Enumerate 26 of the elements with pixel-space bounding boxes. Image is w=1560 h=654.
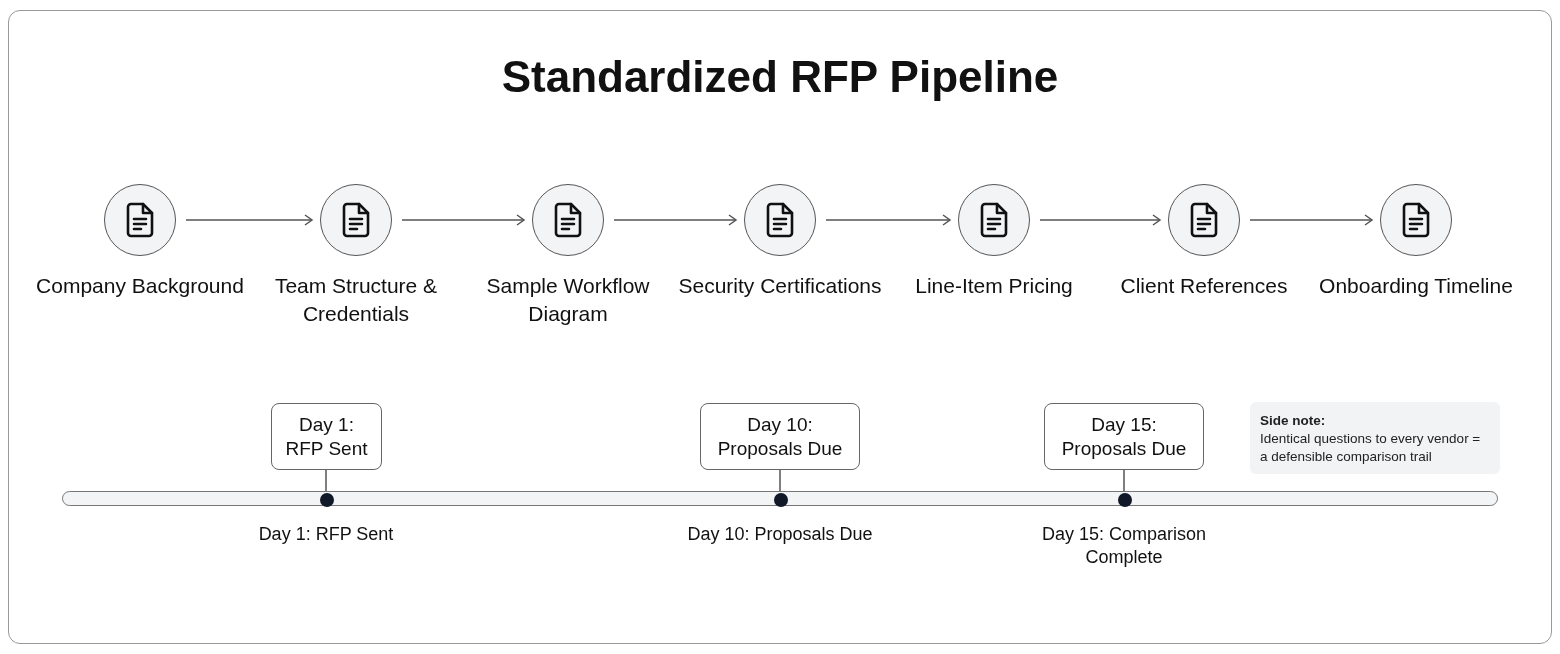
arrow xyxy=(613,214,737,226)
arrow xyxy=(401,214,525,226)
leader-line xyxy=(325,469,327,493)
diagram-title: Standardized RFP Pipeline xyxy=(500,51,1060,103)
arrow xyxy=(185,214,313,226)
callout-box: Day 15: Proposals Due xyxy=(1044,403,1204,470)
step-label: Security Certifications xyxy=(677,273,883,299)
arrow xyxy=(825,214,951,226)
step-label: Team Structure & Credentials xyxy=(273,273,439,327)
timeline-label: Day 10: Proposals Due xyxy=(686,523,874,546)
arrow xyxy=(1249,214,1373,226)
timeline-label: Day 1: RFP Sent xyxy=(257,523,395,546)
step-label: Client References xyxy=(1119,273,1289,299)
leader-line xyxy=(779,469,781,493)
arrow xyxy=(1039,214,1161,226)
timeline-bar xyxy=(62,491,1498,506)
step-label: Sample Workflow Diagram xyxy=(485,273,651,327)
leader-line xyxy=(1123,469,1125,493)
step-label: Onboarding Timeline xyxy=(1318,273,1514,299)
note-text: Identical questions to every vendor = a defensible comparison trail xyxy=(1260,430,1482,466)
note-heading: Side note: xyxy=(1260,412,1327,430)
step-label: Company Background xyxy=(35,273,245,299)
callout-box: Day 1: RFP Sent xyxy=(271,403,382,470)
callout-box: Day 10: Proposals Due xyxy=(700,403,860,470)
step-label: Line-Item Pricing xyxy=(914,273,1074,299)
timeline-label: Day 15: Comparison Complete xyxy=(1040,523,1208,569)
